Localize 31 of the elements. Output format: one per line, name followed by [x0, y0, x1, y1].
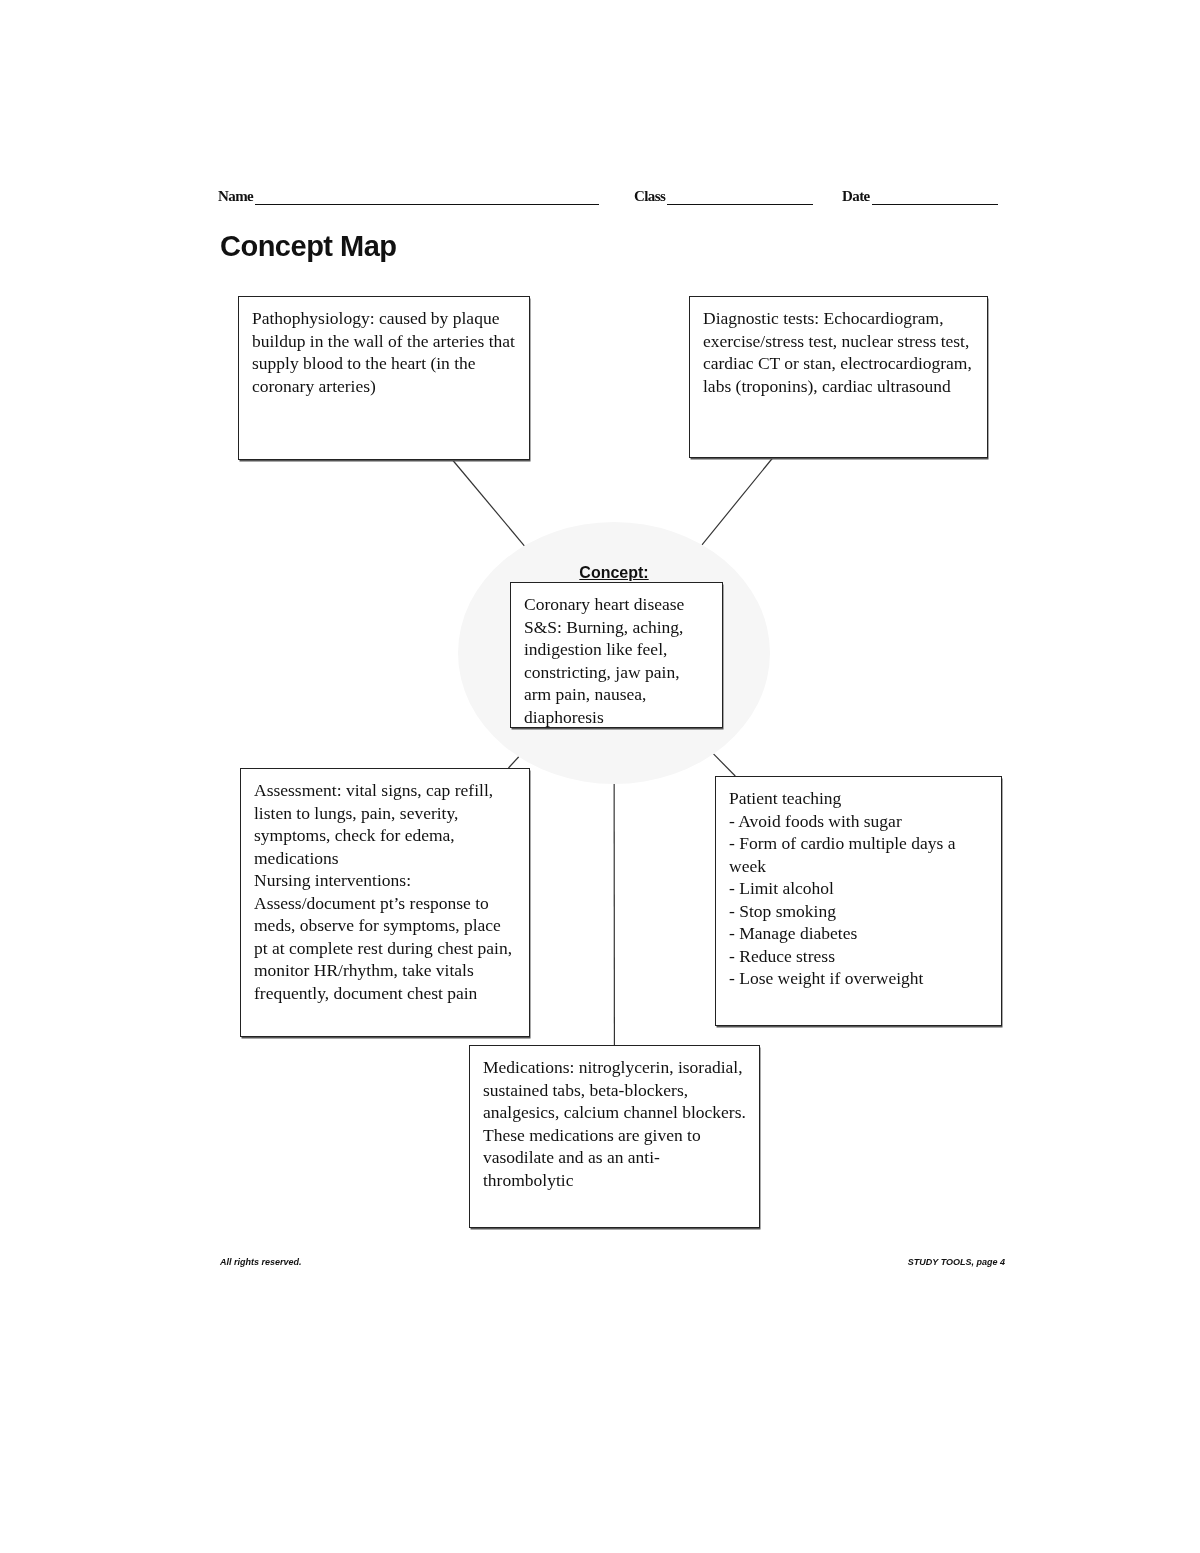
node-text: Assessment: vital signs, cap refill, listen to lungs, pain, severity, symptoms, check for edema, medications	[254, 779, 495, 869]
node-text: Pathophysiology: caused by plaque buildup in the wall of the arteries that supply blood to the heart (in the coronary arteries)	[252, 307, 516, 397]
field-label: Class	[634, 188, 666, 205]
node-text: Diagnostic tests: Echocardiogram, exercise/stress test, nuclear stress test, cardiac CT or stan, electrocardiogram, labs (troponins), cardiac ultrasound	[703, 307, 973, 397]
node-text: Coronary heart disease S&S: Burning, aching, indigestion like feel, constricting, jaw pain, arm pain, nausea, diaphoresis	[524, 593, 686, 728]
text-box	[715, 776, 1002, 1026]
node-text: - Reduce stress	[729, 944, 836, 967]
text-box	[689, 296, 988, 458]
field-label: Name	[218, 188, 254, 205]
node-text: - Lose weight if overweight	[729, 967, 925, 990]
node-text: Medications: nitroglycerin, isoradial, sustained tabs, beta-blockers, analgesics, calcium channel blockers. These medications are given to vasodilate and as an anti-thrombolytic	[483, 1056, 747, 1191]
node-text: Nursing interventions: Assess/document pt’s response to meds, observe for symptoms, place pt at complete rest during chest pain, monitor HR/rhythm, take vitals frequently, document chest pain	[254, 869, 514, 1004]
connector-line	[712, 753, 736, 777]
connector-line	[451, 459, 525, 547]
connector-line	[507, 756, 520, 769]
page-footer: STUDY TOOLS, page 4	[907, 1257, 1005, 1267]
text-box	[238, 296, 530, 460]
title: Concept Map	[220, 230, 397, 263]
node-text: - Stop smoking	[729, 899, 837, 922]
text-box	[469, 1045, 760, 1228]
node-text: - Limit alcohol	[729, 877, 835, 900]
copyright-note: All rights reserved.	[220, 1257, 302, 1267]
node-text: - Form of cardio multiple days a week	[729, 832, 957, 877]
connector-line	[613, 783, 615, 1046]
field-label: Date	[842, 188, 870, 205]
concept-label: Concept:	[578, 564, 650, 582]
node-text: - Manage diabetes	[729, 922, 859, 945]
text-box	[510, 582, 723, 728]
text-box	[240, 768, 530, 1037]
list-heading: Patient teaching	[729, 787, 843, 810]
node-text: - Avoid foods with sugar	[729, 809, 903, 832]
